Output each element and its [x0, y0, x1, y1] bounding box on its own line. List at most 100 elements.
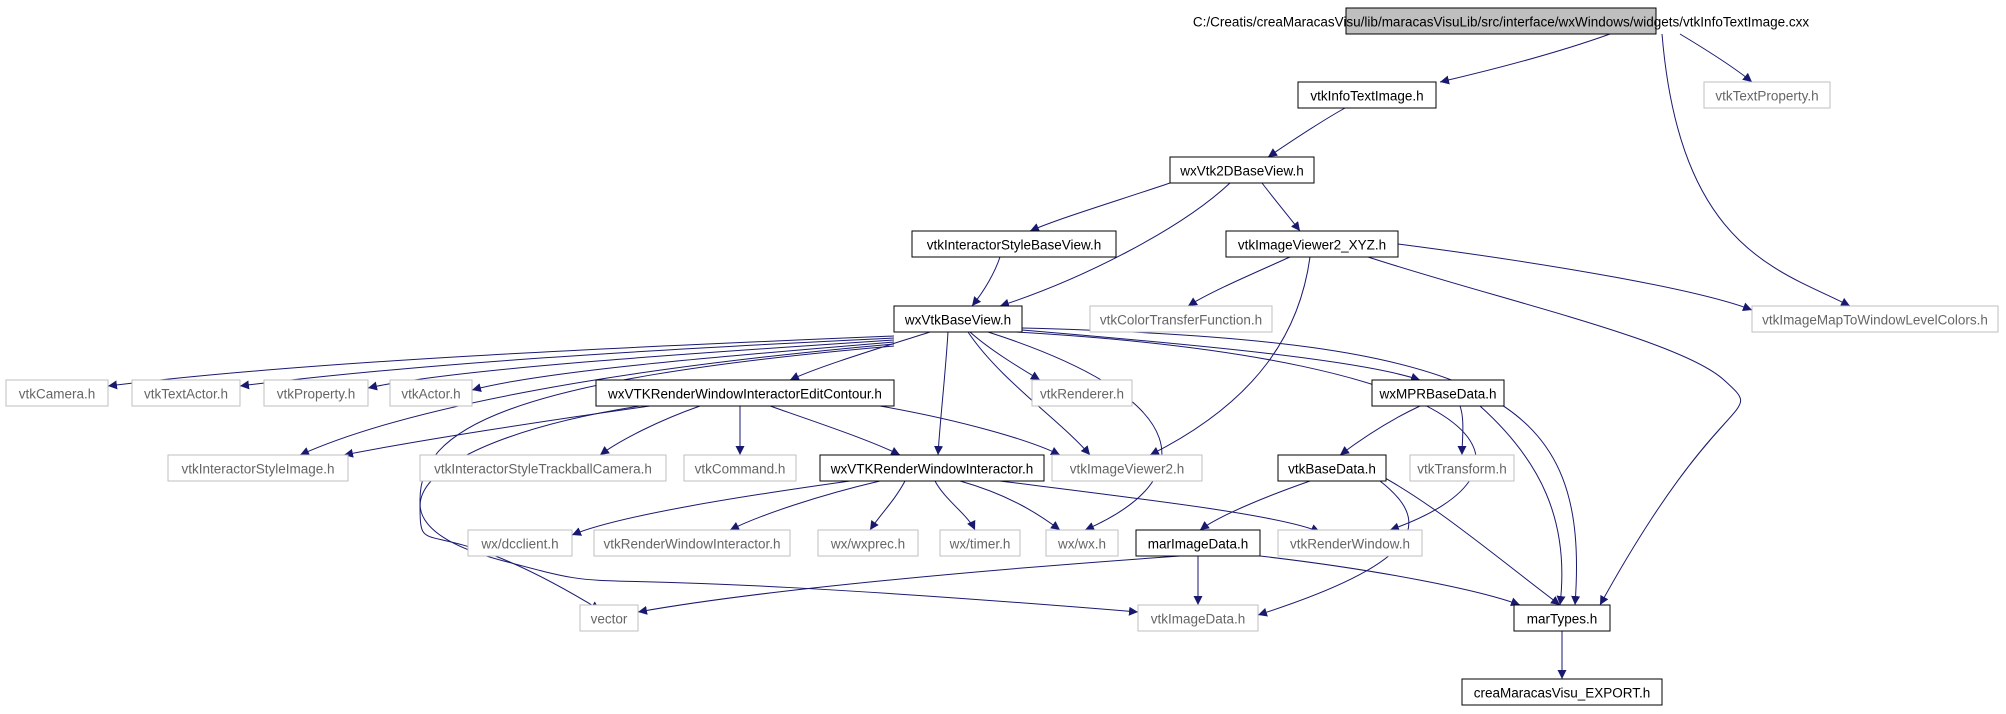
node-vtkImageMapToWindowLevelColors: vtkImageMapToWindowLevelColors.h: [1751, 305, 1999, 333]
node-box: [1089, 305, 1273, 333]
node-vtkImageViewer2: vtkImageViewer2.h: [1051, 454, 1203, 482]
node-vtkInteractorStyleBaseView[interactable]: vtkInteractorStyleBaseView.h: [911, 230, 1117, 258]
node-box: [1169, 156, 1315, 184]
edge-wxVTKRenderWindowInteractor-to-wxwx: [959, 480, 1061, 531]
node-box: [1045, 529, 1119, 557]
node-box: [819, 454, 1045, 482]
node-vtkInteractorStyleTrackballCamera: vtkInteractorStyleTrackballCamera.h: [419, 454, 667, 482]
node-box: [1137, 604, 1259, 632]
node-box: [911, 230, 1117, 258]
edge-wxVtk2DBaseView-to-wxVtkBaseView: [999, 182, 1231, 308]
node-vtkCommand: vtkCommand.h: [683, 454, 797, 482]
node-vtkInfoTextImage[interactable]: vtkInfoTextImage.h: [1297, 81, 1437, 109]
dependency-edges: [107, 33, 1851, 679]
node-label: vtkColorTransferFunction.h: [1100, 313, 1262, 328]
node-wxtimer: wx/timer.h: [939, 529, 1021, 557]
edge-wxVTKRenderWindowInteractor-to-vtkRenderWindowInteractor: [729, 480, 881, 531]
node-vtkImageViewer2_XYZ[interactable]: vtkImageViewer2_XYZ.h: [1225, 230, 1399, 258]
edge-root-to-vtkInfoTextImage: [1439, 33, 1611, 85]
node-box: [389, 379, 473, 407]
node-wxwxprec: wx/wxprec.h: [817, 529, 919, 557]
node-box: [893, 305, 1023, 333]
node-marTypes[interactable]: marTypes.h: [1513, 604, 1611, 632]
node-label: wxVtkBaseView.h: [904, 313, 1011, 328]
node-wxdcclient: wx/dcclient.h: [467, 529, 573, 557]
node-label: vtkInfoTextImage.h: [1310, 89, 1423, 104]
node-vtkColorTransferFunction: vtkColorTransferFunction.h: [1089, 305, 1273, 333]
node-wxVTKRenderWindowInteractorEditContour[interactable]: wxVTKRenderWindowInteractorEditContour.h: [595, 379, 895, 407]
node-box: [1225, 230, 1399, 258]
node-box: [579, 604, 639, 632]
node-vtkCamera: vtkCamera.h: [5, 379, 109, 407]
node-label: vtkImageData.h: [1151, 612, 1246, 627]
node-label: wx/dcclient.h: [480, 537, 558, 552]
node-label: marImageData.h: [1148, 537, 1249, 552]
edge-wxVTKRenderWindowInteractor-to-wxwxprec: [869, 480, 906, 531]
node-box: [263, 379, 369, 407]
edge-wxVTKRenderWindowInteractorEditContour-to-wxVTKRenderWindowInteractor: [769, 405, 901, 456]
node-box: [467, 529, 573, 557]
node-label: vtkTextActor.h: [144, 387, 228, 402]
edge-root-to-vtkImageMapToWindowLevelColors: [1661, 33, 1851, 307]
node-creaMaracasVisu_EXPORT[interactable]: creaMaracasVisu_EXPORT.h: [1461, 678, 1663, 706]
edge-vtkInteractorStyleBaseView-to-wxVtkBaseView: [971, 256, 1001, 307]
edge-wxVtk2DBaseView-to-vtkImageViewer2_XYZ: [1261, 182, 1301, 232]
node-wxVTKRenderWindowInteractor[interactable]: wxVTKRenderWindowInteractor.h: [819, 454, 1045, 482]
node-label: vtkActor.h: [401, 387, 460, 402]
node-wxVtkBaseView[interactable]: wxVtkBaseView.h: [893, 305, 1023, 333]
edge-wxVTKRenderWindowInteractorEditContour-to-vtkInteractorStyleTrackballCamera: [599, 405, 701, 456]
edge-root-to-vtkTextProperty: [1679, 33, 1753, 83]
node-box: [1703, 81, 1831, 109]
node-box: [1031, 379, 1133, 407]
node-box: [131, 379, 241, 407]
node-label: vtkInteractorStyleImage.h: [181, 462, 334, 477]
edge-wxMPRBaseData-to-marTypes: [1479, 405, 1566, 606]
node-vtkTextActor: vtkTextActor.h: [131, 379, 241, 407]
node-label: vtkInteractorStyleBaseView.h: [927, 238, 1102, 253]
edge-wxVtkBaseView-to-vtkCamera: [107, 335, 895, 390]
node-wxMPRBaseData[interactable]: wxMPRBaseData.h: [1371, 379, 1505, 407]
edge-vtkImageViewer2_XYZ-to-vtkColorTransferFunction: [1187, 256, 1291, 307]
node-box: [593, 529, 791, 557]
node-label: wxMPRBaseData.h: [1378, 387, 1496, 402]
node-label: vtkProperty.h: [277, 387, 356, 402]
node-vtkTextProperty: vtkTextProperty.h: [1703, 81, 1831, 109]
edge-wxVtkBaseView-to-vector: [419, 345, 895, 611]
node-label: creaMaracasVisu_EXPORT.h: [1474, 686, 1651, 701]
node-label: vtkRenderWindowInteractor.h: [603, 537, 780, 552]
edge-vtkImageViewer2_XYZ-to-marTypes: [1367, 256, 1742, 606]
node-label: vtkRenderer.h: [1040, 387, 1124, 402]
node-box: [419, 454, 667, 482]
node-wxwx: wx/wx.h: [1045, 529, 1119, 557]
node-label: vtkBaseData.h: [1288, 462, 1376, 477]
node-box: [595, 379, 895, 407]
node-root[interactable]: C:/Creatis/creaMaracasVisu/lib/maracasVi…: [1193, 7, 1809, 35]
node-label: vector: [591, 612, 628, 627]
node-box: [1371, 379, 1505, 407]
edge-wxVtkBaseView-to-vtkTextActor: [239, 337, 895, 390]
node-label: marTypes.h: [1527, 612, 1598, 627]
node-vtkProperty: vtkProperty.h: [263, 379, 369, 407]
node-wxVtk2DBaseView[interactable]: wxVtk2DBaseView.h: [1169, 156, 1315, 184]
node-label: wx/timer.h: [949, 537, 1011, 552]
node-box: [1277, 529, 1423, 557]
node-vtkBaseData[interactable]: vtkBaseData.h: [1277, 454, 1387, 482]
node-label: vtkImageViewer2_XYZ.h: [1238, 238, 1386, 253]
edge-wxMPRBaseData-to-vtkBaseData: [1339, 405, 1421, 456]
node-label: wxVTKRenderWindowInteractorEditContour.h: [607, 387, 882, 402]
node-label: vtkCommand.h: [695, 462, 786, 477]
node-vtkImageData: vtkImageData.h: [1137, 604, 1259, 632]
node-box: [167, 454, 349, 482]
node-box: [1297, 81, 1437, 109]
node-label: vtkRenderWindow.h: [1290, 537, 1410, 552]
node-marImageData[interactable]: marImageData.h: [1135, 529, 1261, 557]
node-label: vtkImageViewer2.h: [1070, 462, 1185, 477]
edge-wxVtkBaseView-to-vtkImageViewer2: [967, 331, 1091, 456]
edge-wxVtkBaseView-to-vtkRenderer: [969, 331, 1041, 381]
node-label: vtkTransform.h: [1417, 462, 1507, 477]
edge-wxVTKRenderWindowInteractor-to-wxtimer: [934, 480, 976, 531]
node-box: [1277, 454, 1387, 482]
node-vtkTransform: vtkTransform.h: [1409, 454, 1515, 482]
edge-wxMPRBaseData-to-vtkTransform: [1457, 405, 1467, 456]
